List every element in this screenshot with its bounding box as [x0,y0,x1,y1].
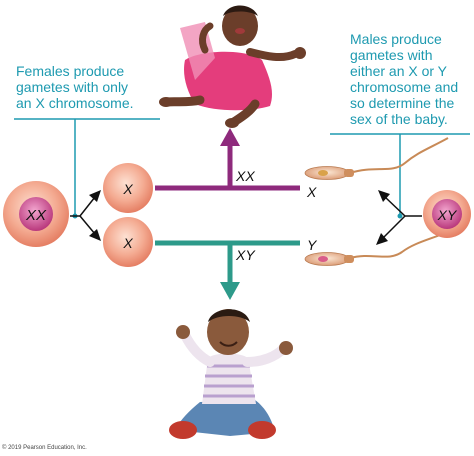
mother-branch-arrows [70,196,96,235]
father-cell-label: XY [437,207,458,223]
egg-cell-top: X [103,163,153,213]
sperm-x [304,137,449,180]
mother-cell: XX [3,181,69,247]
father-branch-dot [397,213,403,219]
girl-genotype-label: XX [235,168,255,184]
male-callout-line [330,133,470,216]
baby-boy-photo [169,309,293,439]
father-cell: XY [423,190,471,238]
arrowhead-up-left-father [378,190,390,202]
arrowhead-down-left [89,229,101,241]
female-gamete-caption: Females produce gametes with only an X c… [16,63,134,111]
copyright-notice: © 2019 Pearson Education, Inc. [2,445,87,451]
sperm-y [304,231,449,266]
boy-arrowhead [220,282,240,300]
egg-cell-bottom: X [103,217,153,267]
arrowhead-up-left [89,190,101,202]
father-branch-arrows [382,196,422,239]
girl-arrowhead [220,128,240,146]
boy-genotype-label: XY [235,247,256,263]
egg-top-label: X [122,181,133,197]
mother-cell-label: XX [25,207,47,224]
boy-fertilization-path [155,240,300,285]
baby-girl-photo [159,5,306,128]
sperm-bottom-label: Y [307,237,318,253]
arrowhead-down-left-father [376,233,388,245]
sperm-top-label: X [306,184,317,200]
female-callout-line [14,118,160,216]
male-gamete-caption: Males produce gametes with either an X o… [350,31,459,127]
egg-bottom-label: X [122,235,133,251]
girl-fertilization-path [155,143,300,191]
